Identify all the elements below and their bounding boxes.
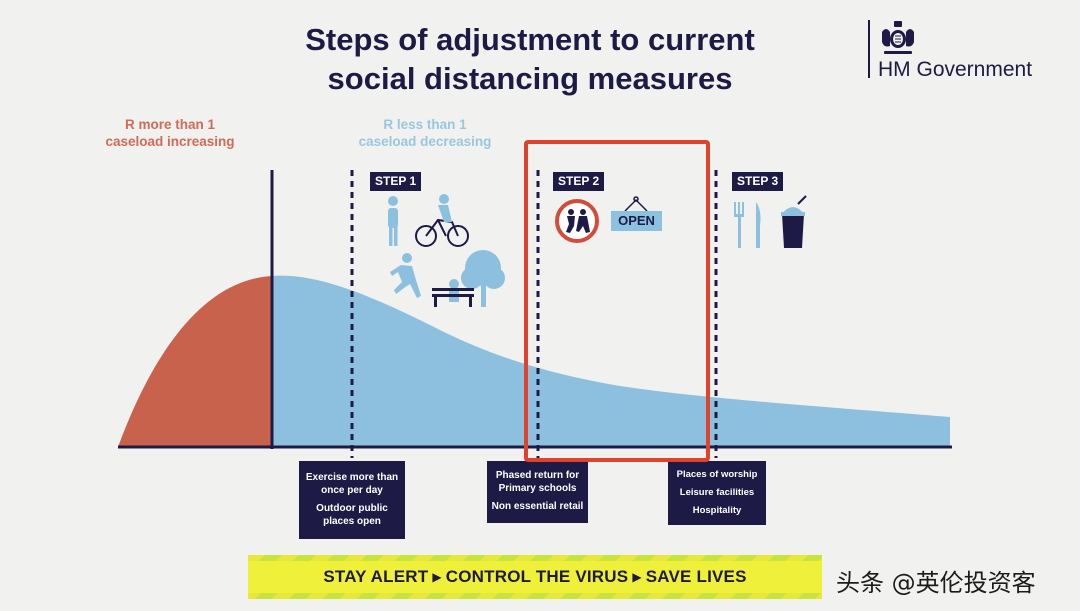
chevron-right-icon: ▶ (632, 570, 642, 584)
step-2-measures: Phased return for Primary schools Non es… (487, 461, 588, 523)
step-1-measures: Exercise more than once per day Outdoor … (299, 461, 405, 539)
cutlery-icon (734, 202, 761, 248)
step-1-label: STEP 1 (370, 172, 422, 191)
r-more-line-1: R more than 1 (124, 117, 216, 132)
open-sign-hanger (624, 196, 648, 212)
park-bench-tree-icon (432, 250, 505, 307)
step-3-measure: Hospitality (692, 505, 742, 516)
step-3-label: STEP 3 (732, 172, 784, 191)
slogan-banner: STAY ALERT ▶ CONTROL THE VIRUS ▶ SAVE LI… (248, 555, 822, 599)
cyclist-icon (415, 218, 469, 247)
r-more-line-2: caseload increasing (105, 134, 235, 149)
increasing-caseload-curve (118, 276, 272, 447)
r-more-label: R more than 1 caseload increasing (95, 116, 245, 150)
school-children-sign-icon (555, 199, 599, 243)
r-less-label: R less than 1 caseload decreasing (340, 116, 510, 150)
step-2-measure: Non essential retail (491, 501, 584, 512)
step-1-measure: Exercise more than once per day (305, 472, 399, 496)
title-line-2: social distancing measures (327, 61, 733, 96)
walking-person-icon (388, 196, 398, 246)
page-title: Steps of adjustment to current social di… (200, 20, 860, 98)
step-3-measure: Leisure facilities (679, 487, 755, 498)
open-sign: OPEN (611, 211, 662, 231)
royal-crest-icon (882, 21, 914, 54)
chevron-right-icon: ▶ (432, 570, 442, 584)
government-name: HM Government (878, 58, 1033, 81)
step-2-label: STEP 2 (553, 172, 605, 191)
slogan-text: STAY ALERT ▶ CONTROL THE VIRUS ▶ SAVE LI… (248, 561, 822, 593)
title-line-1: Steps of adjustment to current (305, 22, 755, 57)
logo-divider (868, 20, 870, 78)
step-2-measure: Phased return for Primary schools (495, 470, 580, 494)
r-less-line-1: R less than 1 (383, 117, 467, 132)
decreasing-caseload-curve (272, 275, 950, 447)
cyclist-rider (438, 194, 452, 222)
runner-icon (390, 253, 421, 298)
slogan-stay-alert: STAY ALERT (323, 567, 429, 586)
slogan-save-lives: SAVE LIVES (645, 567, 747, 586)
step-3-measures: Places of worship Leisure facilities Hos… (668, 461, 766, 525)
step-2-highlight-frame (524, 140, 710, 462)
step-1-measure: Outdoor public places open (316, 503, 388, 527)
r-less-line-2: caseload decreasing (358, 134, 492, 149)
slogan-control-virus: CONTROL THE VIRUS (445, 567, 629, 586)
drink-cup-icon (781, 195, 807, 248)
watermark: 头条 @英伦投资客 (836, 569, 1036, 597)
step-3-measure: Places of worship (676, 469, 758, 480)
